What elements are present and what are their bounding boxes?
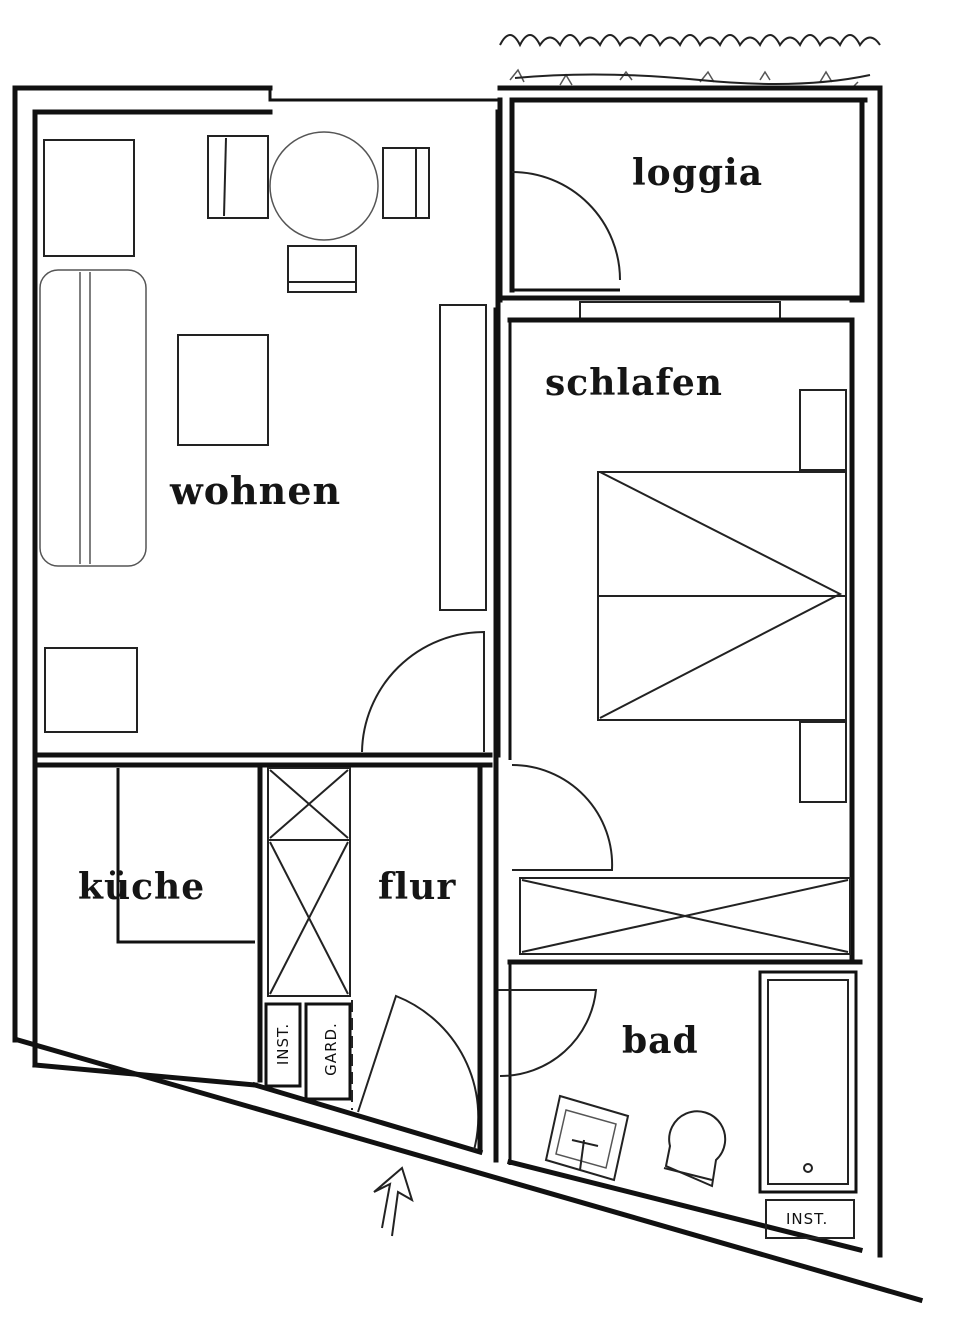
wohnen-door-swing: [361, 630, 485, 753]
armchair-top-left: [43, 139, 135, 257]
schlafen-room: [493, 307, 863, 1163]
chair-left: [207, 135, 269, 219]
washbasin: [544, 1094, 630, 1182]
coffee-table: [177, 334, 269, 446]
closet-schlafen: [519, 877, 851, 955]
room-label-schlafen: schlafen: [545, 362, 723, 404]
room-label-bad: bad: [622, 1020, 699, 1062]
flur-closet: [267, 767, 351, 997]
loggia-door-swing: [511, 171, 621, 281]
gard-closet: [304, 1002, 352, 1101]
bad-room: [498, 962, 858, 1239]
inst-shaft-bad: [765, 1199, 855, 1239]
schlafen-door-swing: [511, 763, 614, 871]
bad-door-swing: [498, 989, 598, 1078]
loggia-room: [497, 97, 865, 321]
wardrobe: [439, 304, 487, 611]
round-table: [269, 131, 379, 241]
bathtub-frame: [758, 970, 858, 1194]
chair-right: [382, 147, 430, 219]
toilet: [664, 1110, 727, 1188]
sofa: [39, 269, 147, 567]
room-label-flur: flur: [378, 866, 457, 908]
room-label-kueche: küche: [78, 866, 206, 908]
nightstand-bottom: [799, 721, 847, 803]
nightstand-top: [799, 389, 847, 471]
gard-label: GARD.: [321, 1022, 340, 1076]
kueche-flur-walls: [116, 762, 483, 1153]
entrance-door-swing: [357, 994, 480, 1151]
wohnen-furniture: [39, 131, 430, 733]
entrance-arrow-icon: [373, 1166, 414, 1237]
inst-label-flur: INST.: [274, 1022, 293, 1066]
bathtub-drain: [803, 1163, 813, 1173]
outer-walls: [12, 85, 924, 1304]
armchair-bottom-left: [44, 647, 138, 733]
chair-bottom: [287, 245, 357, 293]
room-label-wohnen: wohnen: [170, 468, 342, 513]
bathtub: [767, 979, 849, 1185]
vegetation-hedge: [499, 34, 881, 91]
inst-shaft-flur: [264, 1002, 302, 1088]
room-label-loggia: loggia: [632, 152, 764, 194]
inst-label-bad: INST.: [786, 1210, 829, 1228]
